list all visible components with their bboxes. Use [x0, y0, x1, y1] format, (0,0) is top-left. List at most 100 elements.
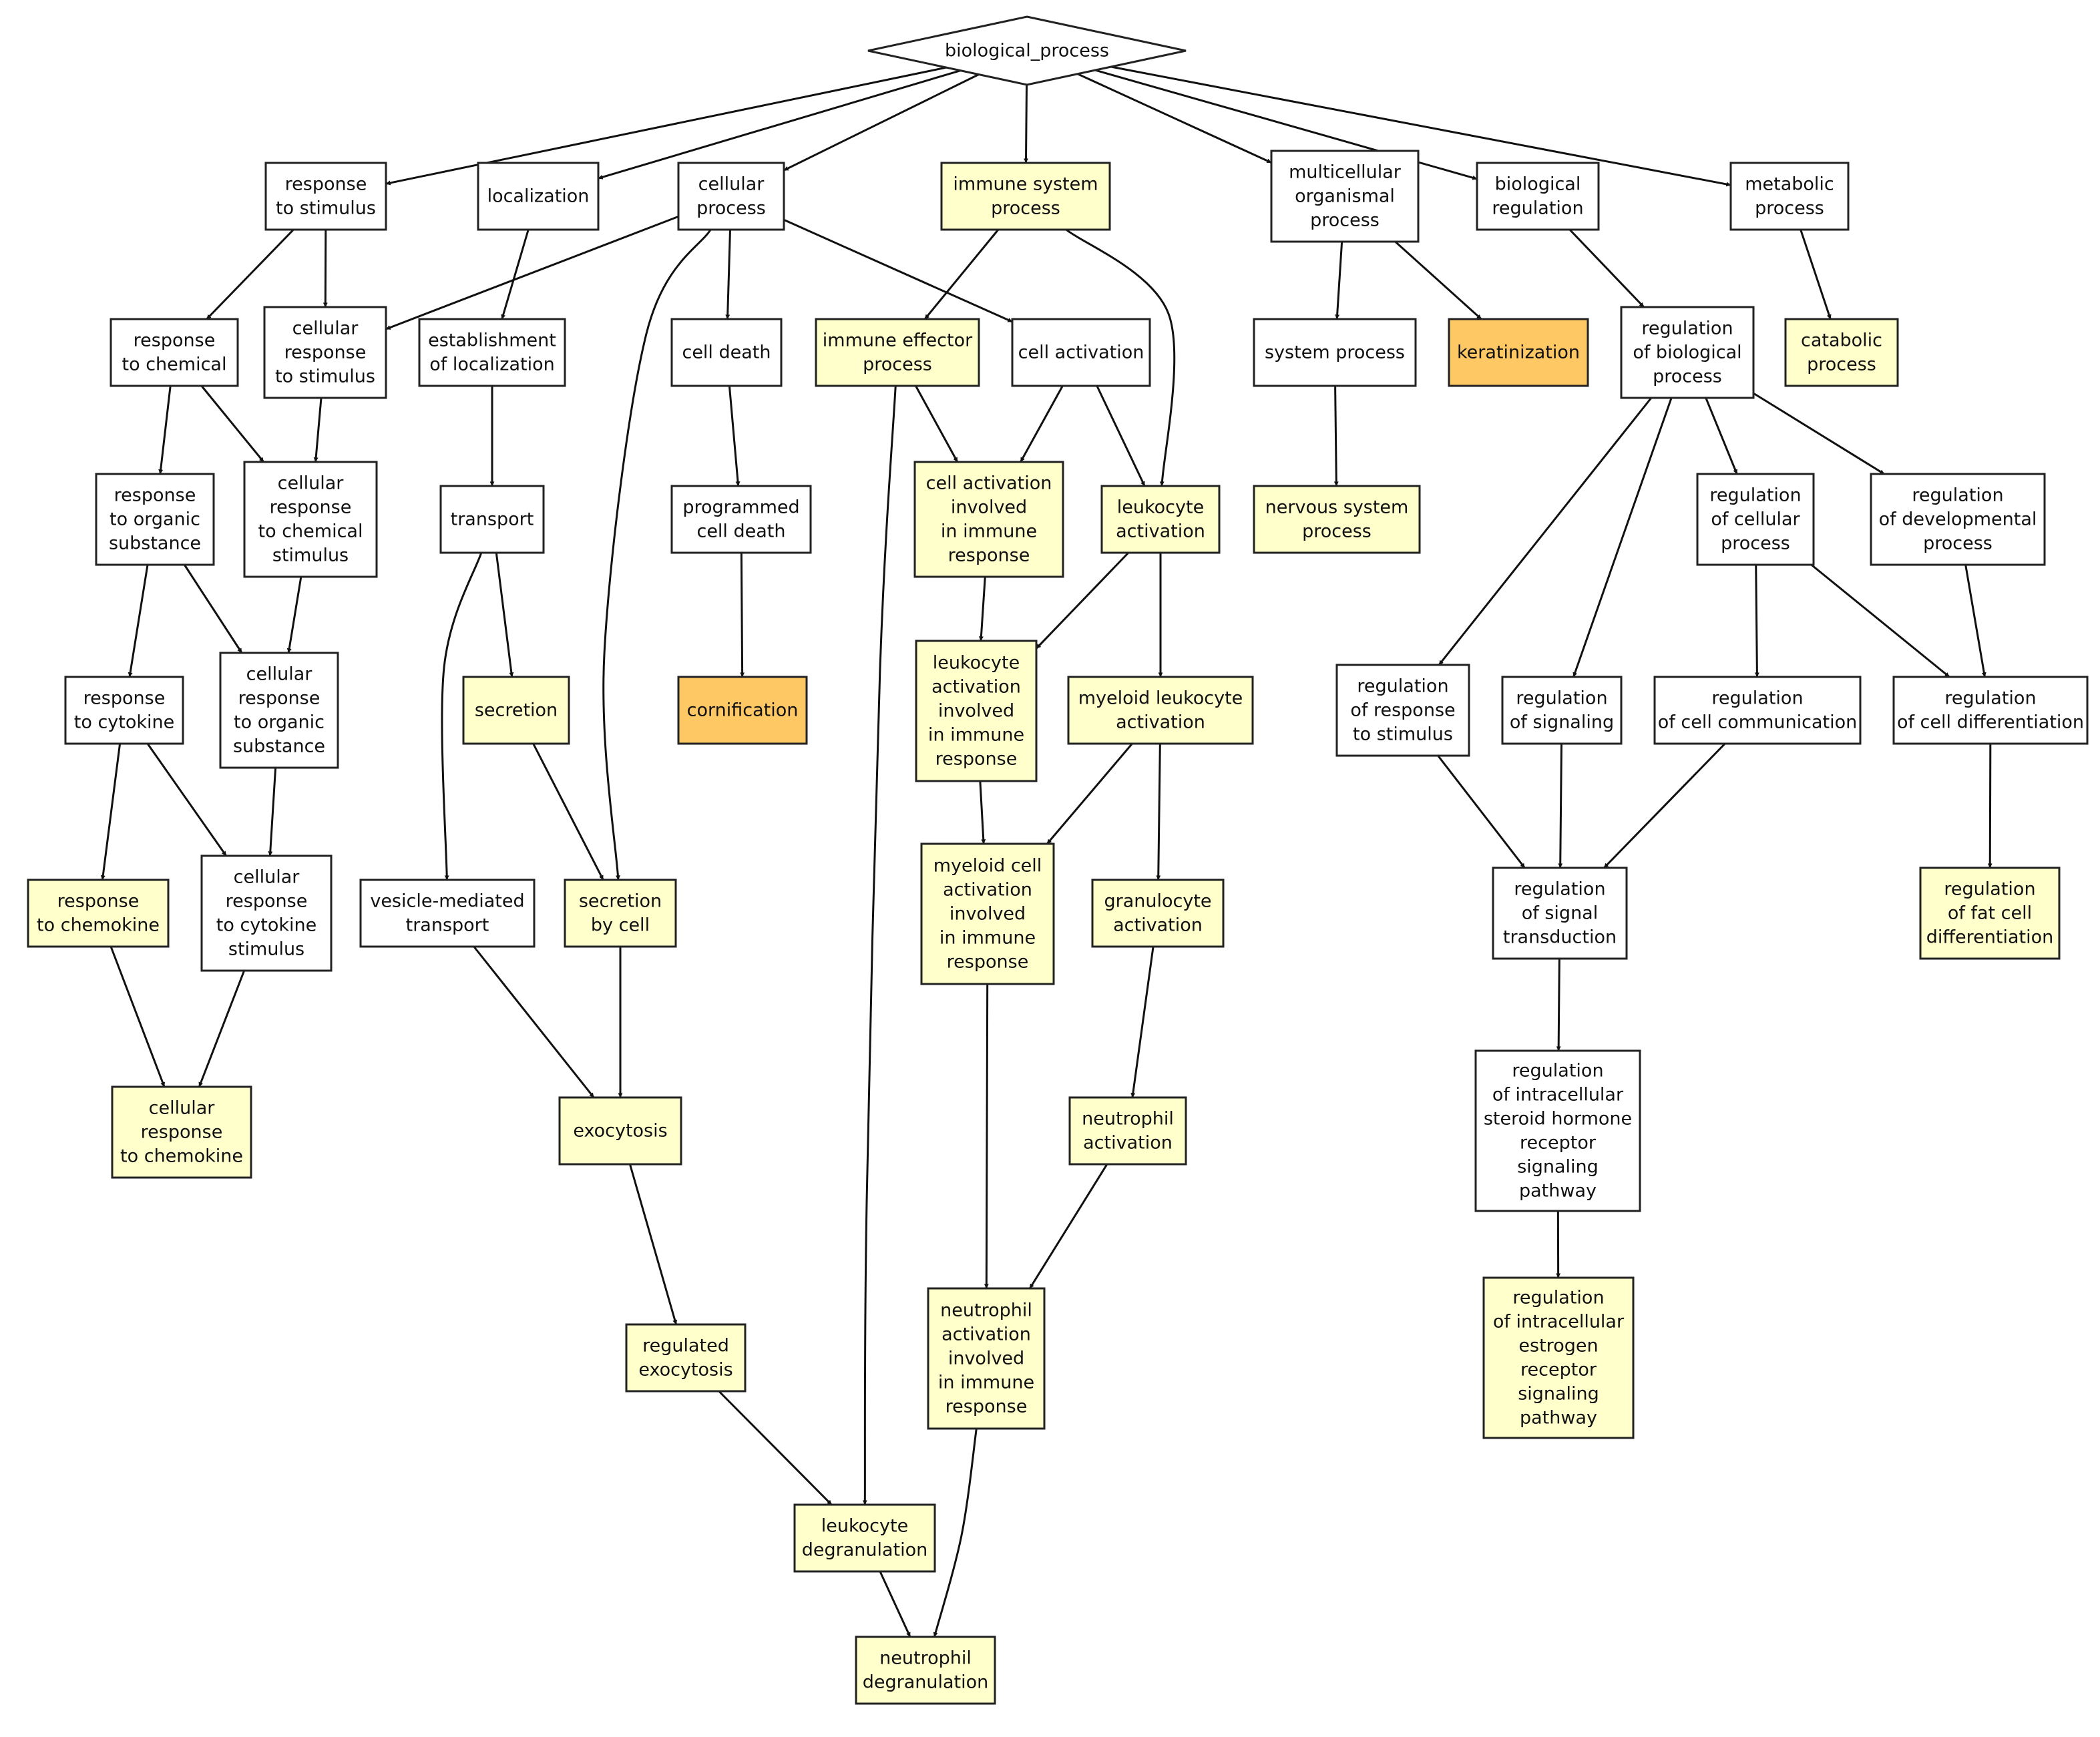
node-label-line: neutrophil [879, 1648, 972, 1669]
node-label-line: cellular [246, 664, 313, 685]
node-label-line: to cytokine [216, 915, 317, 936]
node-label-line: process [1923, 533, 1992, 554]
node-label-line: response [141, 1122, 223, 1143]
node-label-line: transduction [1503, 927, 1617, 948]
node-label-line: differentiation [1926, 927, 2053, 948]
edge-secretion-to-secretion-by-cell [532, 743, 604, 881]
node-label-line: response [134, 330, 216, 351]
node-label-line: neutrophil [940, 1300, 1032, 1321]
node-label-line: in immune [928, 725, 1024, 746]
node-label-line: regulation [1944, 688, 2036, 709]
go-term-node-localization: localization [477, 162, 600, 231]
go-term-node-cell-activation: cell activation [1011, 318, 1151, 387]
node-box [243, 461, 378, 578]
node-label-line: process [863, 354, 932, 375]
edge-response-to-chemical-to-cellular-response-to-chemical-stimulus [200, 385, 264, 463]
node-label-line: exocytosis [638, 1360, 732, 1381]
node-label-line: cell death [682, 342, 771, 363]
edge-layer [100, 65, 1992, 1638]
node-box [793, 1503, 936, 1573]
node-label-line: of response [1350, 700, 1455, 721]
edge-programmed-cell-death-to-cornification [740, 552, 745, 678]
node-box [110, 318, 239, 387]
node-label-line: regulation [1516, 688, 1607, 709]
node-label-line: of developmental [1879, 509, 2037, 530]
node-label-line: in immune [939, 928, 1036, 949]
edge-exocytosis-to-regulated-exocytosis [628, 1164, 678, 1325]
node-box [1784, 318, 1899, 387]
node-label-line: of cellular [1711, 509, 1800, 530]
node-label-line: stimulus [228, 939, 304, 960]
node-label-line: localization [487, 186, 590, 207]
node-label-line: cell death [696, 521, 785, 542]
node-label-line: response [285, 174, 367, 195]
node-label-line: of cell communication [1658, 712, 1857, 733]
node-label-line: response [114, 485, 196, 506]
edge-myeloid-cell-activation-involved-in-immune-response-to-neutrophil-activation-involved-in-immune-response [984, 983, 989, 1289]
node-box [1729, 162, 1850, 231]
node-label-line: to chemokine [120, 1146, 243, 1167]
edge-biological-regulation-to-regulation-of-biological-process [1568, 228, 1645, 308]
node-label-line: regulation [1514, 879, 1605, 900]
edge-response-to-organic-substance-to-response-to-cytokine [128, 564, 149, 678]
node-label-line: to chemical [258, 521, 363, 542]
edge-localization-to-establishment-of-localization [501, 229, 530, 320]
go-term-node-cell-death: cell death [670, 318, 783, 387]
go-term-node-system-process: system process [1253, 318, 1417, 387]
node-label-line: regulation [1512, 1061, 1603, 1081]
node-box [219, 652, 339, 769]
node-label-line: degranulation [863, 1672, 989, 1693]
node-label-line: to cytokine [74, 712, 174, 733]
node-box [27, 879, 170, 948]
node-label-line: to organic [234, 712, 325, 733]
node-label-line: activation [941, 1324, 1031, 1345]
node-label-line: activation [931, 677, 1021, 698]
node-label-line: activation [1116, 521, 1205, 542]
edge-biological-process-to-metabolic-process [1110, 65, 1731, 187]
node-label-line: immune effector [823, 330, 973, 351]
node-label-line: process [1721, 533, 1790, 554]
node-label-line: leukocyte [821, 1516, 908, 1537]
node-label-line: response [83, 688, 166, 709]
edge-leukocyte-degranulation-to-neutrophil-degranulation [879, 1571, 911, 1638]
node-box [1870, 473, 2046, 566]
node-label-line: cellular [292, 318, 359, 339]
node-box [913, 461, 1064, 578]
go-term-node-biological-process: biological_process [867, 15, 1187, 86]
node-label-line: biological_process [945, 41, 1109, 61]
node-label-line: response [935, 749, 1018, 770]
node-label-line: of intracellular [1493, 1312, 1625, 1332]
node-box [625, 1323, 747, 1393]
node-box [677, 162, 785, 231]
node-box [1501, 676, 1623, 745]
node-box [200, 854, 333, 972]
node-label-line: to stimulus [275, 366, 375, 387]
node-label-line: steroid hormone [1484, 1109, 1632, 1130]
edge-response-to-chemical-to-response-to-organic-substance [158, 385, 172, 475]
node-box [1653, 676, 1862, 745]
edge-vesicle-mediated-transport-to-exocytosis [473, 946, 595, 1098]
edge-cellular-response-to-organic-substance-to-cellular-response-to-cytokine-stimulus [268, 767, 277, 856]
node-label-line: process [1807, 354, 1876, 375]
node-label-line: in immune [938, 1373, 1034, 1393]
node-box [1067, 676, 1254, 745]
edge-neutrophil-activation-to-neutrophil-activation-involved-in-immune-response [1029, 1164, 1108, 1289]
